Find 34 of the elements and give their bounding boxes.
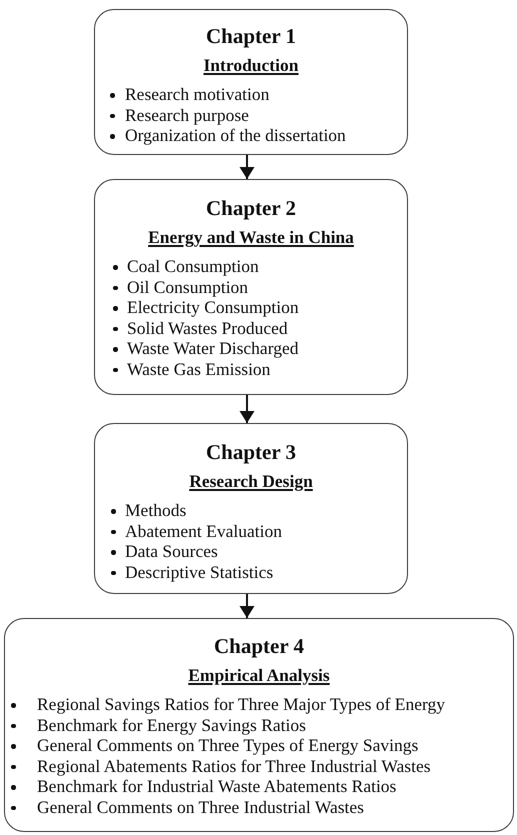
bullet-text: Regional Abatements Ratios for Three Industrial Wastes — [37, 756, 431, 776]
bullet-text: Abatement Evaluation — [125, 520, 282, 542]
arrow — [240, 594, 254, 618]
chapter-box — [94, 179, 408, 395]
bullet-text: Solid Wastes Produced — [127, 318, 288, 338]
bullet-text: Regional Savings Ratios for Three Major Types of Energy — [37, 694, 446, 715]
bullet-text: Research purpose — [125, 104, 249, 126]
bullet-text: Organization of the dissertation — [125, 125, 346, 146]
chapter-subtitle: Introduction — [204, 55, 298, 76]
bullet-text: Data Sources — [125, 541, 218, 562]
chapter-box — [94, 9, 408, 155]
bullet-text: Waste Gas Emission — [127, 358, 270, 380]
chapter-heading: Chapter 2 — [206, 196, 296, 220]
chapter-subtitle: Empirical Analysis — [188, 665, 330, 686]
arrow — [240, 155, 254, 179]
bullet-text: Research motivation — [125, 84, 270, 105]
bullet-text: General Comments on Three Industrial Wastes — [37, 796, 364, 818]
bullet-text: Oil Consumption — [127, 276, 248, 298]
chapter-subtitle: Research Design — [189, 471, 313, 492]
bullet-text: Coal Consumption — [127, 256, 259, 277]
bullet-text: Benchmark for Energy Savings Ratios — [37, 714, 306, 736]
chapter-heading: Chapter 3 — [206, 440, 296, 464]
chapter-box — [94, 423, 408, 594]
bullet-text: General Comments on Three Types of Energy Savings — [37, 735, 418, 756]
bullet-text: Descriptive Statistics — [125, 562, 274, 582]
chapter-subtitle: Energy and Waste in China — [148, 227, 354, 248]
arrow — [240, 395, 254, 423]
bullet-text: Waste Water Discharged — [127, 338, 298, 359]
bullet-text: Methods — [125, 500, 186, 521]
bullet-text: Electricity Consumption — [127, 297, 299, 318]
bullet-text: Benchmark for Industrial Waste Abatements Ratios — [37, 776, 396, 797]
chapter-box — [4, 618, 514, 832]
chapter-heading: Chapter 1 — [206, 24, 296, 48]
chapter-heading: Chapter 4 — [214, 634, 304, 658]
